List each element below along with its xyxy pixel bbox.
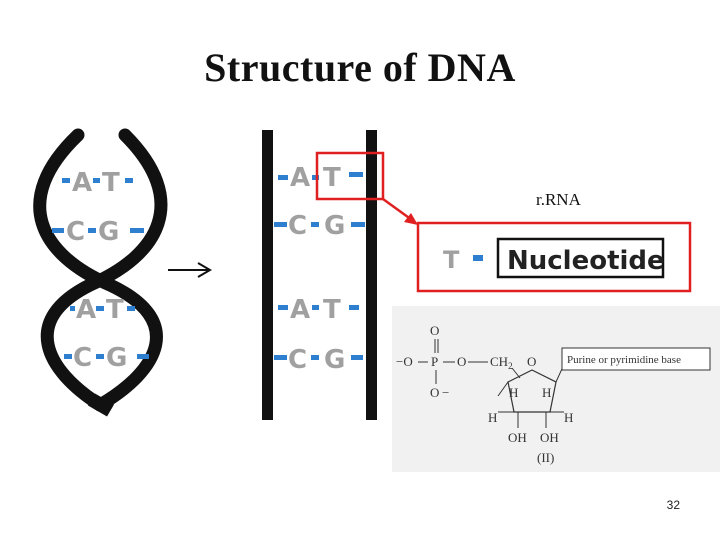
dash — [311, 222, 319, 227]
dash — [93, 178, 100, 183]
double-helix: A T C G A T C G — [33, 128, 168, 417]
hydrogen-1: H — [509, 385, 518, 400]
ring-oxygen: O — [527, 354, 536, 369]
ladder-pair-4: C G — [274, 345, 363, 375]
base-label-box — [561, 347, 711, 371]
arrow-right-icon — [168, 262, 212, 278]
dash — [351, 355, 363, 360]
nucleotide-inner-box — [496, 237, 665, 279]
dash — [473, 255, 483, 261]
slide-title: Structure of DNA — [204, 45, 516, 90]
dna-ladder: A T C G A T C G — [262, 130, 377, 420]
ladder-pair-3: A T — [278, 295, 359, 325]
dash — [274, 222, 287, 227]
dash — [137, 354, 149, 359]
phosphate-oxygen-mid: O — [457, 354, 466, 369]
helix-pair-3-right: T — [106, 295, 124, 325]
dash — [96, 306, 104, 311]
nucleotide-label: Nucleotide — [507, 246, 665, 276]
helix-pair-4-left: C — [73, 343, 92, 373]
dash — [312, 175, 319, 180]
ladder-pair-2-right: G — [324, 211, 345, 241]
highlight-box — [315, 151, 385, 201]
ch2-group: CH2 — [490, 354, 513, 371]
dash — [351, 222, 365, 227]
helix-pair-4-right: G — [106, 343, 127, 373]
phosphate-oxygen-top: O — [430, 323, 439, 338]
helix-pair-2-right: G — [98, 217, 119, 247]
ladder-pair-1-right: T — [323, 163, 341, 193]
helix-strand-2 — [40, 128, 168, 412]
ladder-strand-left — [262, 130, 273, 420]
ladder-pair-1-left: A — [290, 163, 310, 193]
hydroxyl-2: OH — [540, 430, 559, 445]
dash — [349, 305, 359, 310]
hydrogen-4: H — [564, 410, 573, 425]
nucleotide-panel: T Nucleotide — [416, 221, 692, 293]
hydrogen-2: H — [542, 385, 551, 400]
helix-pair-1: A T — [62, 168, 133, 198]
ladder-pair-3-right: T — [323, 295, 341, 325]
helix-end-block — [87, 393, 115, 417]
dash — [127, 306, 135, 311]
nucleotide-base-letter: T — [443, 246, 460, 274]
dash — [70, 306, 75, 311]
ladder-pair-2-left: C — [288, 211, 307, 241]
helix-pair-3-left: A — [76, 295, 96, 325]
hydrogen-3: H — [488, 410, 497, 425]
dash — [278, 305, 288, 310]
phosphate-oxygen-bottom: O — [430, 385, 439, 400]
hydroxyl-1: OH — [508, 430, 527, 445]
dash — [64, 354, 72, 359]
helix-pair-2-left: C — [66, 217, 85, 247]
helix-strand-1 — [33, 128, 163, 412]
oxygen-minus-sign: − — [442, 385, 449, 400]
ladder-pair-2: C G — [274, 211, 365, 241]
helix-pair-2: C G — [52, 217, 144, 247]
dash — [130, 228, 144, 233]
ladder-strand-right — [366, 130, 377, 420]
dash — [311, 355, 319, 360]
dash — [125, 178, 133, 183]
nucleotide-structure: O −O P O CH2 O − O Purine or pyrimidine … — [392, 306, 720, 472]
highlight-arrow-icon — [382, 197, 418, 225]
base-label: Purine or pyrimidine base — [567, 354, 681, 366]
helix-pair-1-right: T — [102, 168, 120, 198]
dash — [274, 355, 287, 360]
dash — [96, 354, 104, 359]
helix-pair-4: C G — [64, 343, 149, 373]
dash — [278, 175, 288, 180]
slide-number: 32 — [666, 498, 680, 512]
ladder-pair-4-right: G — [324, 345, 345, 375]
structure-caption: (II) — [537, 450, 554, 465]
dash — [349, 172, 363, 177]
phosphate-minus-oxygen: −O — [396, 354, 413, 369]
dash — [312, 305, 319, 310]
dash — [62, 178, 70, 183]
dash — [52, 228, 64, 233]
ladder-pair-3-left: A — [290, 295, 310, 325]
helix-pair-3: A T — [70, 295, 135, 325]
structure-background — [392, 306, 720, 472]
ladder-pair-1: A T — [278, 163, 363, 193]
sugar-ring — [507, 369, 557, 413]
rrna-label: r.RNA — [536, 190, 581, 209]
dash — [88, 228, 96, 233]
ladder-pair-4-left: C — [288, 345, 307, 375]
helix-pair-1-left: A — [72, 168, 92, 198]
phosphorus: P — [431, 354, 438, 369]
